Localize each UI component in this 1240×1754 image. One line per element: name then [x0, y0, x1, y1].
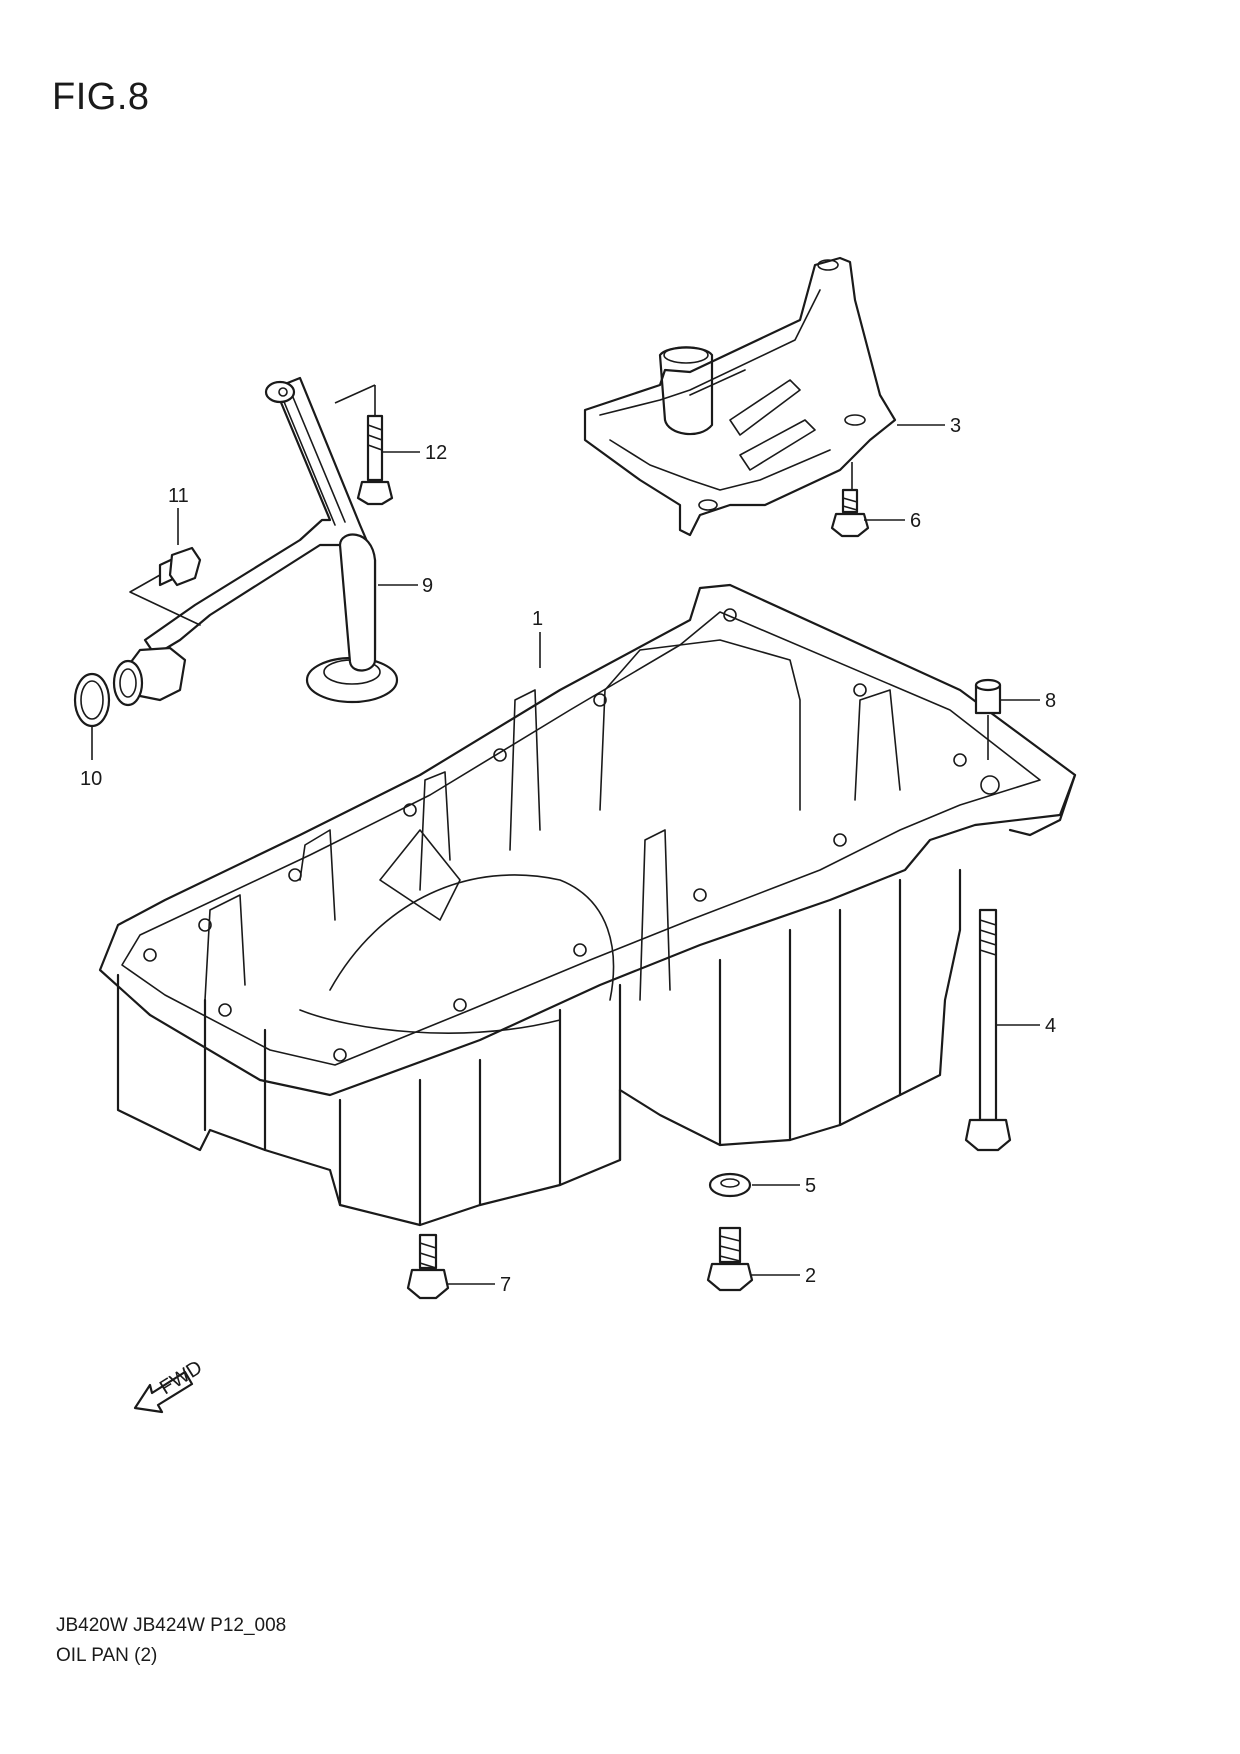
- oil-gauge-guide-part-9[interactable]: [112, 376, 399, 707]
- callout-labels: 1 2 3 4 5 6 7 8 9 10 11 12: [80, 415, 1056, 1296]
- leader-lines: [91, 384, 1040, 1285]
- oil-pan-part-1[interactable]: [98, 583, 1077, 1227]
- callout-10: 10: [80, 768, 102, 790]
- o-ring-part-10[interactable]: [73, 672, 111, 728]
- fwd-label: FWD: [156, 1356, 206, 1399]
- gasket-part-5[interactable]: [708, 1172, 752, 1198]
- diagram-name: OIL PAN (2): [56, 1645, 158, 1666]
- bolt-part-11[interactable]: [158, 546, 202, 587]
- callout-7: 7: [500, 1274, 511, 1296]
- bolt-part-6[interactable]: [830, 488, 870, 538]
- diagram-code: JB420W JB424W P12_008: [56, 1615, 287, 1636]
- callout-6: 6: [910, 510, 921, 532]
- callout-3: 3: [950, 415, 961, 437]
- drain-plug-part-2[interactable]: [706, 1226, 754, 1292]
- dowel-pin-part-8[interactable]: [974, 678, 1002, 715]
- callout-5: 5: [805, 1175, 816, 1197]
- figure-title: FIG.8: [52, 76, 150, 118]
- bracket-part-3[interactable]: [583, 256, 897, 537]
- callout-2: 2: [805, 1265, 816, 1287]
- callout-1: 1: [532, 608, 543, 630]
- callout-9: 9: [422, 575, 433, 597]
- callout-4: 4: [1045, 1015, 1056, 1037]
- callout-8: 8: [1045, 690, 1056, 712]
- bolt-part-4[interactable]: [964, 908, 1012, 1152]
- bolt-part-7[interactable]: [406, 1233, 450, 1300]
- fwd-direction-arrow: FWD: [133, 1356, 206, 1414]
- callout-11: 11: [168, 485, 189, 507]
- bolt-part-12[interactable]: [356, 414, 394, 506]
- callout-12: 12: [425, 442, 447, 464]
